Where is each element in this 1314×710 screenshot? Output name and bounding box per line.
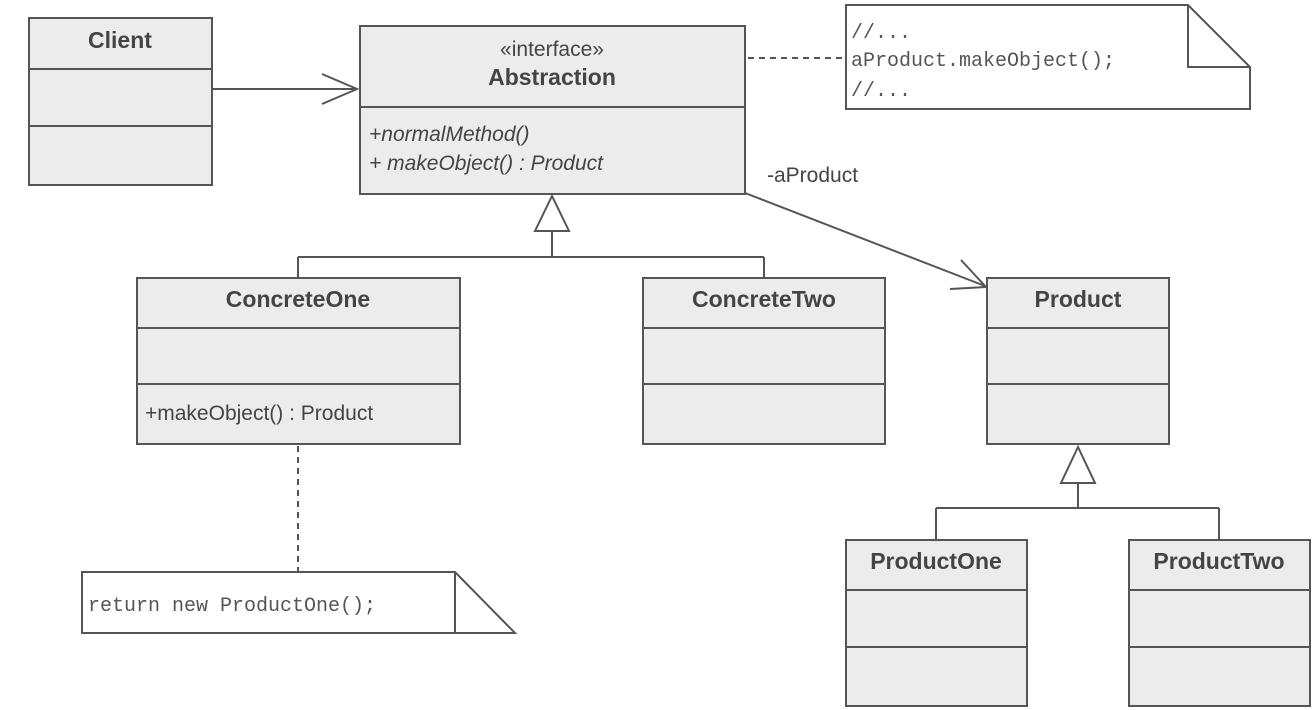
- class-product[interactable]: Product: [986, 277, 1170, 445]
- inheritance-triangle: [533, 193, 571, 232]
- note-shape: [845, 4, 1251, 110]
- abstraction-name: Abstraction: [488, 64, 616, 90]
- concrete-two-name: ConcreteTwo: [692, 286, 836, 312]
- product-name: Product: [1035, 286, 1122, 312]
- association-role-label: -aProduct: [767, 164, 858, 187]
- note-code-line: aProduct.makeObject();: [851, 50, 1115, 73]
- generalization-product: [935, 444, 1220, 540]
- abstraction-box: [359, 25, 746, 195]
- association-line: [744, 192, 986, 287]
- note-code-line: return new ProductOne();: [88, 595, 376, 618]
- inheritance-triangle: [1059, 444, 1097, 484]
- class-abstraction[interactable]: «interface» Abstraction +normalMethod() …: [359, 25, 746, 195]
- association-abstraction-product: -aProduct: [744, 164, 989, 290]
- class-product-two[interactable]: ProductTwo: [1128, 539, 1311, 707]
- abstraction-method: +normalMethod(): [369, 123, 529, 146]
- note-fold: [1187, 5, 1250, 68]
- open-arrowhead: [321, 73, 360, 105]
- client-box: [28, 17, 213, 186]
- note-abstraction: //... aProduct.makeObject(); //...: [748, 4, 1251, 110]
- generalization-concrete-abstraction: [297, 193, 765, 278]
- note-concrete-one: return new ProductOne();: [81, 446, 518, 634]
- product-one-box: [845, 539, 1028, 707]
- product-box: [986, 277, 1170, 445]
- class-concrete-two[interactable]: ConcreteTwo: [642, 277, 886, 445]
- concrete-one-box: [136, 277, 461, 445]
- note-shape: [81, 571, 518, 634]
- abstraction-method: + makeObject() : Product: [369, 152, 604, 175]
- open-arrowhead: [949, 259, 989, 290]
- client-name: Client: [88, 27, 152, 53]
- concrete-one-name: ConcreteOne: [226, 286, 370, 312]
- note-code-line: //...: [851, 80, 911, 103]
- product-two-name: ProductTwo: [1153, 548, 1284, 574]
- concrete-one-method: +makeObject() : Product: [145, 402, 373, 425]
- note-code-line: //...: [851, 22, 911, 45]
- product-one-name: ProductOne: [870, 548, 1002, 574]
- abstraction-stereotype: «interface»: [500, 38, 604, 61]
- class-product-one[interactable]: ProductOne: [845, 539, 1028, 707]
- class-client[interactable]: Client: [28, 17, 213, 186]
- class-concrete-one[interactable]: ConcreteOne +makeObject() : Product: [136, 277, 461, 445]
- association-client-abstraction: [212, 73, 360, 105]
